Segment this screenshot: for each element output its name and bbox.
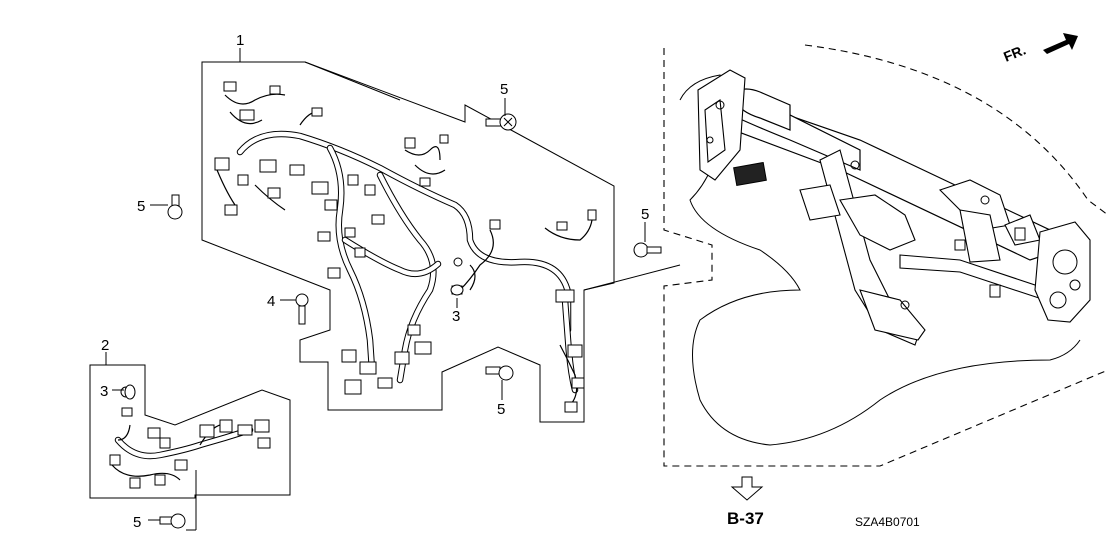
sub-wire-harness-group bbox=[89, 364, 291, 499]
reference-label: B-37 bbox=[727, 509, 764, 528]
bolt-5-right bbox=[633, 242, 662, 258]
callout-5-center: 5 bbox=[497, 401, 505, 418]
harness-2-outline bbox=[89, 364, 291, 499]
callout-5-bottom: 5 bbox=[133, 514, 141, 531]
frame-right-end bbox=[1034, 221, 1091, 323]
dash-silhouette bbox=[679, 74, 1081, 446]
bolt-5-left bbox=[167, 194, 183, 220]
harness-1-outline bbox=[201, 61, 615, 423]
front-arrow-icon bbox=[1043, 33, 1078, 54]
main-wire-harness-group bbox=[201, 61, 615, 423]
callout-5-top: 5 bbox=[500, 81, 508, 98]
dashboard-frame-region bbox=[663, 44, 1108, 467]
callout-3-small: 3 bbox=[100, 383, 108, 400]
bolt-5-center bbox=[485, 365, 514, 381]
callout-5-right: 5 bbox=[641, 206, 649, 223]
callout-3-center: 3 bbox=[452, 308, 460, 325]
front-direction-indicator: FR. bbox=[1001, 33, 1078, 65]
callout-4: 4 bbox=[267, 293, 275, 310]
callout-1: 1 bbox=[236, 32, 244, 49]
callout-2: 2 bbox=[101, 337, 109, 354]
clip-3-center bbox=[450, 284, 464, 296]
bolt-5-top bbox=[485, 113, 517, 131]
frame-dashed-outline bbox=[663, 48, 1108, 467]
down-arrow-icon bbox=[730, 476, 764, 501]
harness-1-trunk bbox=[236, 130, 572, 334]
harness-1-upper-outline bbox=[201, 61, 401, 240]
clip-3-small bbox=[124, 384, 136, 400]
callout-5-left: 5 bbox=[137, 198, 145, 215]
bolt-5-bottom bbox=[159, 513, 186, 529]
diagram-code: SZA4B0701 bbox=[855, 515, 920, 529]
fasteners-group bbox=[124, 113, 662, 529]
bolt-4 bbox=[295, 293, 309, 325]
reference-indicator: B-37 bbox=[727, 476, 764, 528]
front-label: FR. bbox=[1001, 41, 1028, 64]
callout-labels: 1 5 5 5 4 3 5 2 3 5 bbox=[100, 32, 649, 531]
leader-lines bbox=[105, 48, 681, 531]
